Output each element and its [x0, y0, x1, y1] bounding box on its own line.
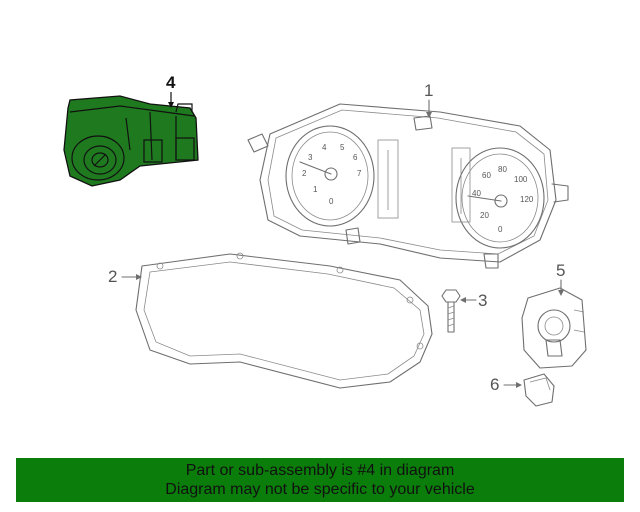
gauge-right-num-20: 20: [480, 211, 489, 220]
callout-1: 1: [424, 81, 433, 100]
callout-6: 6: [490, 375, 499, 394]
part-3-screw[interactable]: [441, 289, 461, 333]
callout-5: 5: [556, 261, 565, 280]
callout-4: 4: [166, 73, 176, 92]
gauge-left-num-4: 4: [322, 143, 327, 152]
gauge-left-num-5: 5: [340, 143, 345, 152]
gauge-right-num-60: 60: [482, 171, 491, 180]
gauge-right-num-80: 80: [498, 165, 507, 174]
part-4-headlamp-switch[interactable]: [63, 95, 199, 187]
banner-line-2: Diagram may not be specific to your vehi…: [165, 481, 475, 498]
gauge-right-num-0: 0: [498, 225, 503, 234]
gauge-right-num-120: 120: [520, 195, 534, 204]
gauge-right-num-100: 100: [514, 175, 528, 184]
gauge-left-num-6: 6: [353, 153, 358, 162]
part-1-instrument-cluster[interactable]: [247, 103, 569, 269]
callout-3: 3: [478, 291, 487, 310]
banner-line-1: Part or sub-assembly is #4 in diagram: [185, 462, 455, 479]
gauge-left-num-3: 3: [308, 153, 313, 162]
part-5-ignition-switch[interactable]: [521, 287, 587, 369]
gauge-left-num-1: 1: [313, 185, 318, 194]
notice-banner: Part or sub-assembly is #4 in diagram Di…: [16, 458, 624, 502]
part-2-cluster-bezel[interactable]: [135, 252, 433, 389]
part-6-clip[interactable]: [523, 373, 555, 407]
callout-2: 2: [108, 267, 117, 286]
gauge-left-num-0: 0: [329, 197, 334, 206]
gauge-left-num-2: 2: [302, 169, 307, 178]
gauge-left-num-7: 7: [357, 169, 362, 178]
gauge-right-num-40: 40: [472, 189, 481, 198]
